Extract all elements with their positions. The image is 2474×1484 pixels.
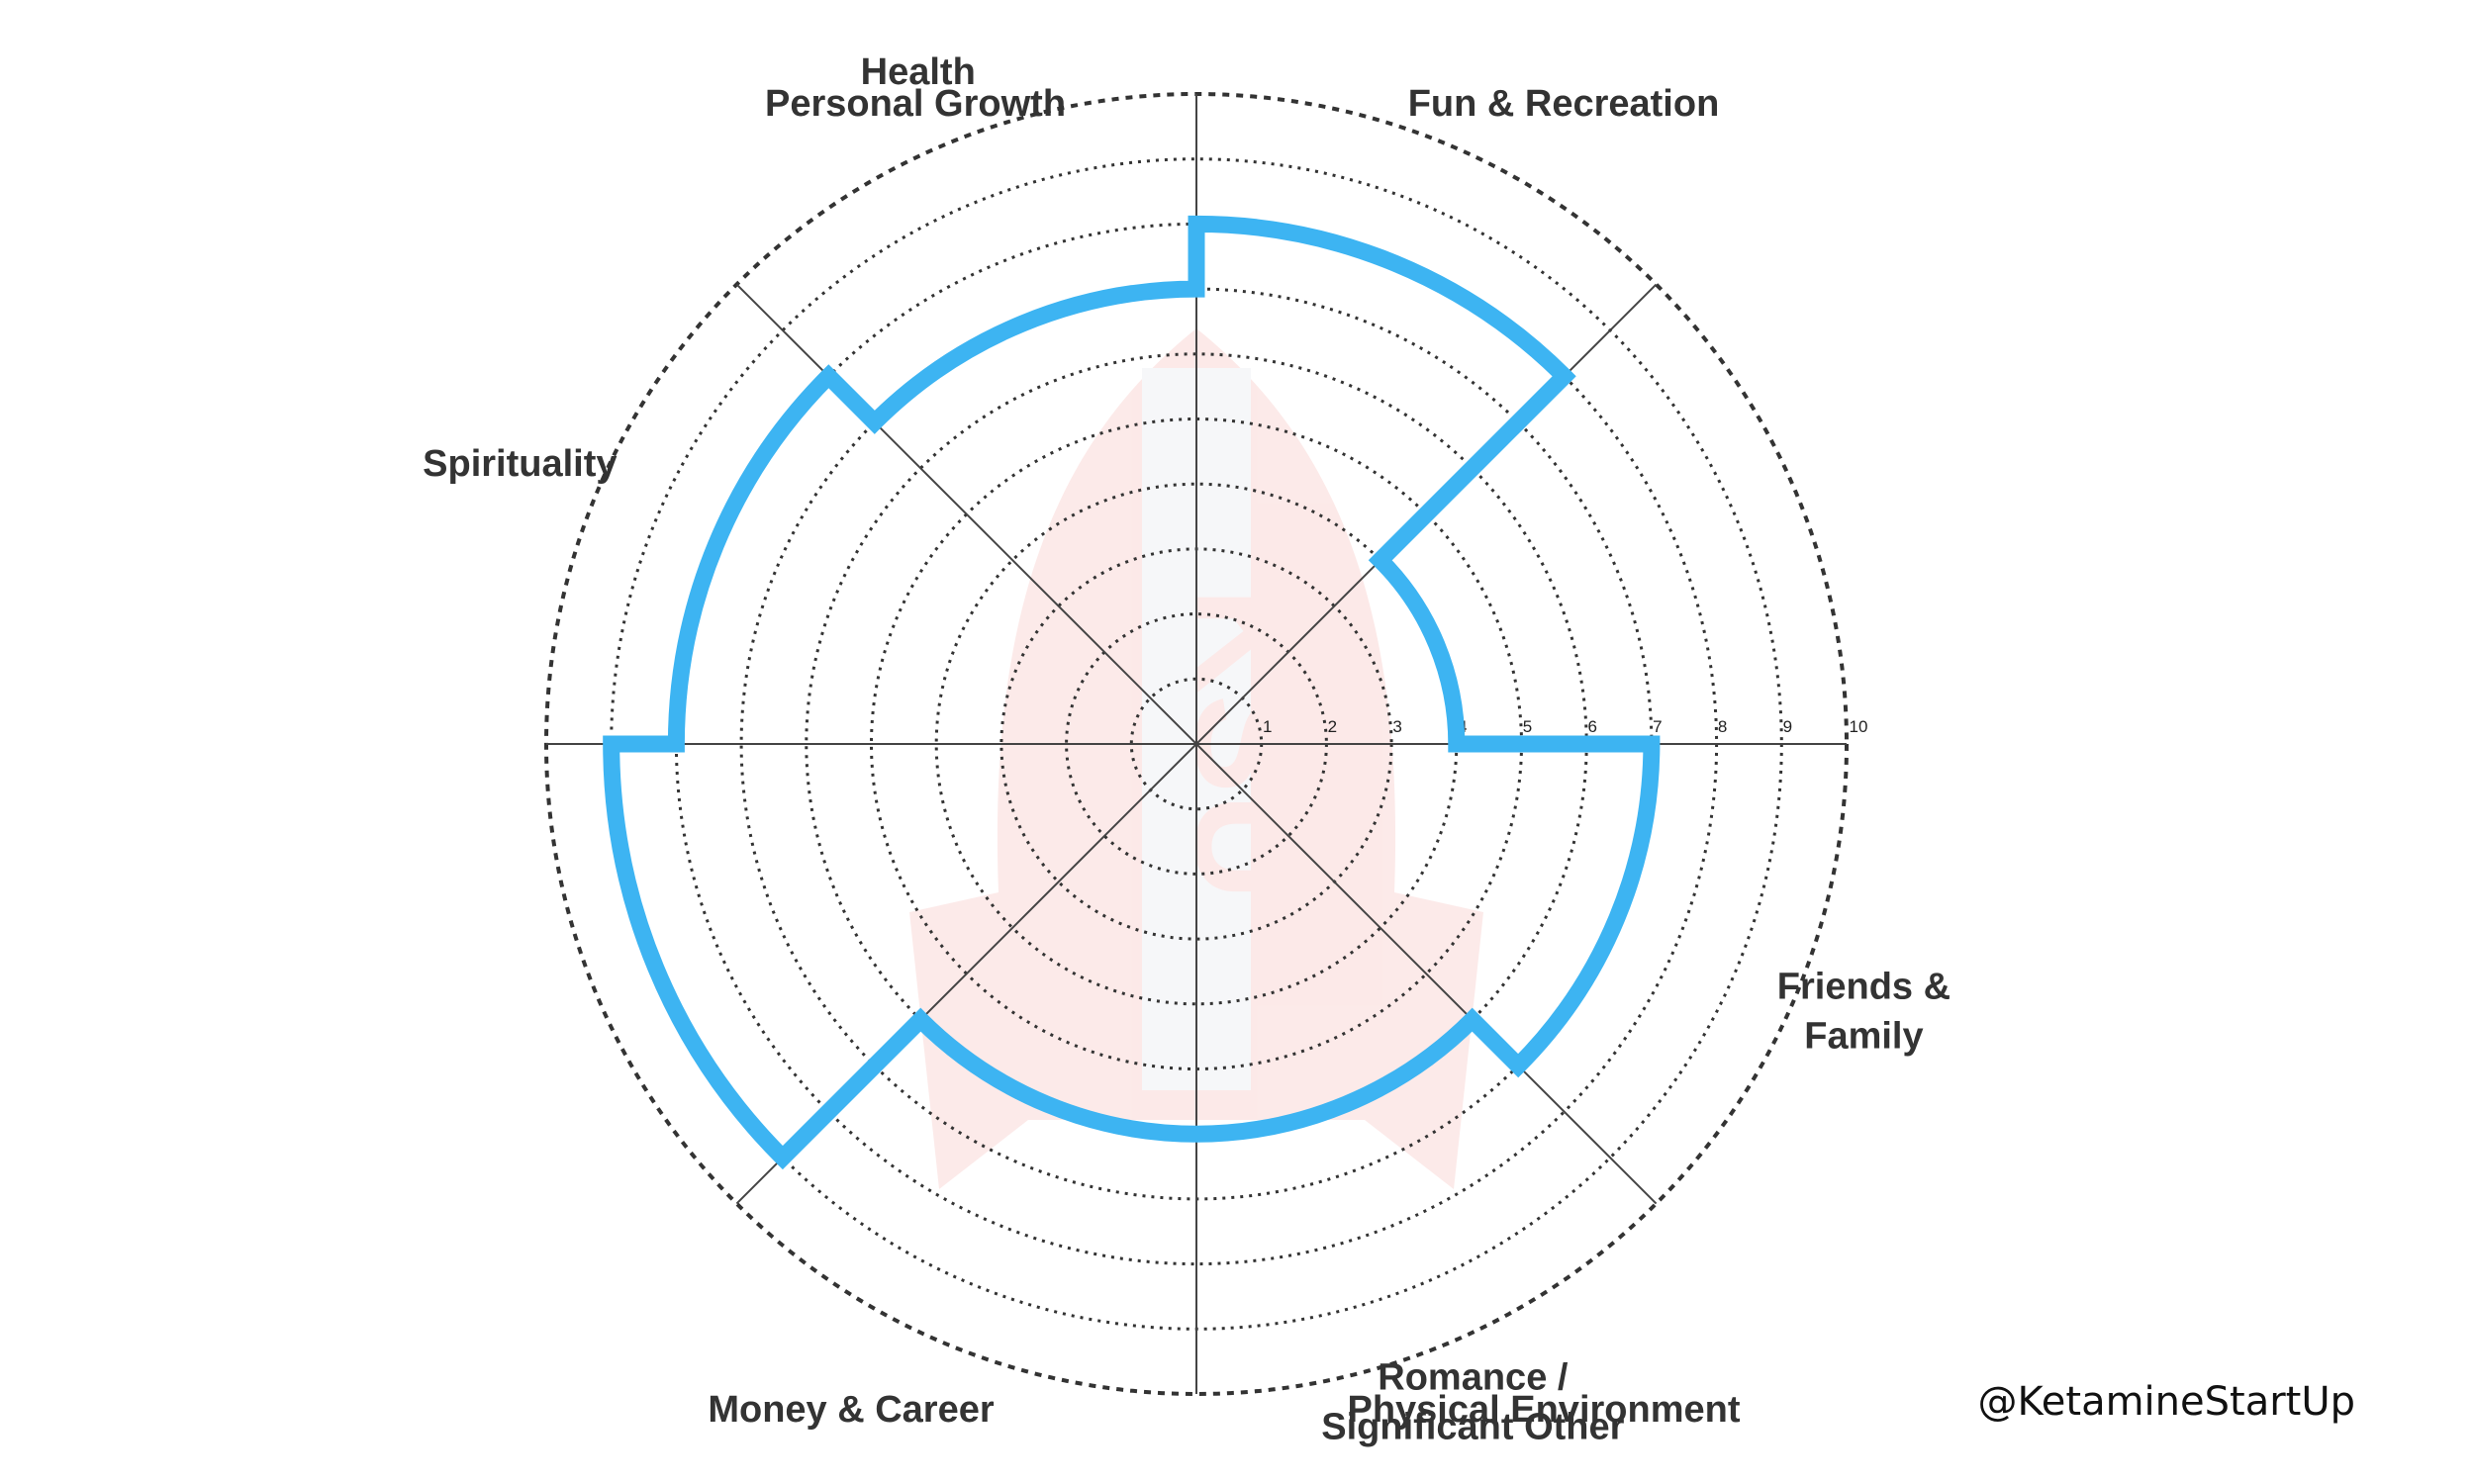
tick-label-6: 6 [1587,717,1596,736]
segment-label-line: Physical Environment [1347,1389,1740,1431]
score-outline-series [603,215,1661,1170]
score-arc-friends-family [1518,744,1652,1066]
tick-label-5: 5 [1523,717,1532,736]
segment-label-line: Spirituality [423,443,617,485]
social-handle: @KetamineStartUp [1977,1379,2355,1425]
segment-label-money-career: Money & Career [708,1389,995,1431]
segment-label-line: Significant Other [1321,1406,1624,1447]
segment-label-line: Money & Career [708,1389,995,1431]
segment-label-health: Health [861,51,976,93]
segment-label-physical-environment: Physical Environment [1347,1389,1740,1431]
score-arc-money-career [612,744,783,1158]
segment-label-line: Fun & Recreation [1408,83,1720,125]
tick-label-8: 8 [1718,717,1727,736]
segment-label-friends-family: Friends & Family [1777,966,1951,1057]
tick-label-7: 7 [1653,717,1662,736]
tick-label-10: 10 [1850,717,1868,736]
tick-label-1: 1 [1263,717,1272,736]
segment-label-fun-recreation: Fun & Recreation [1408,83,1720,125]
score-arc-spirituality [676,376,828,744]
segment-label-spirituality: Spirituality [423,443,617,485]
tick-label-2: 2 [1328,717,1337,736]
tick-label-9: 9 [1783,717,1792,736]
tick-label-3: 3 [1392,717,1401,736]
segment-label-line: Family [1804,1015,1923,1057]
segment-label-romance-significant-other: Romance / Significant Other [1321,1356,1624,1447]
score-arc-personal-growth [1196,224,1565,376]
segment-label-line: Personal Growth [765,83,1066,125]
segment-label-line: Friends & [1777,966,1951,1007]
segment-label-personal-growth: Personal Growth [765,83,1066,125]
segment-label-line: Health [861,51,976,93]
segment-label-line: Romance / [1378,1356,1569,1398]
